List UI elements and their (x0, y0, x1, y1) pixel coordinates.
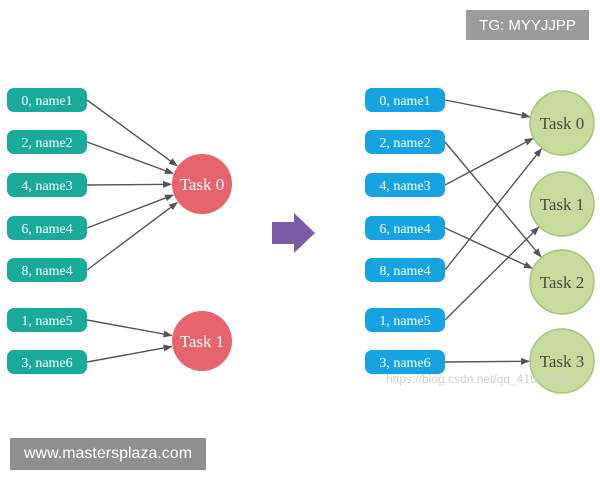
edge-l6-lt0 (86, 194, 174, 229)
left-record-l6: 6, name4 (7, 216, 87, 240)
record-label: 2, name2 (21, 136, 72, 151)
record-pill (7, 88, 87, 112)
left-record-l4: 4, name3 (7, 173, 87, 197)
record-pill (7, 308, 87, 332)
record-pill (365, 173, 445, 197)
record-label: 1, name5 (21, 314, 72, 329)
left-record-l1: 1, name5 (7, 308, 87, 332)
task-circle (529, 328, 595, 394)
nodes-layer: 0, name1 2, name2 4, name3 6, name4 8, name4… (7, 88, 595, 394)
right-record-r2: 2, name2 (365, 130, 445, 154)
record-label: 0, name1 (379, 94, 430, 109)
edge-l3-lt1 (86, 344, 173, 363)
task-circle (529, 90, 595, 156)
right-record-r1: 1, name5 (365, 308, 445, 332)
task-label: Task 0 (540, 114, 585, 133)
right-record-r3: 3, name6 (365, 350, 445, 374)
left-record-l3: 3, name6 (7, 350, 87, 374)
task-label: Task 1 (180, 332, 225, 351)
record-pill (365, 88, 445, 112)
record-pill (365, 130, 445, 154)
edge-r4-rt0 (444, 137, 534, 186)
task-circle (529, 171, 595, 237)
record-label: 6, name4 (379, 222, 430, 237)
task-label: Task 0 (180, 175, 225, 194)
edge-l4-lt0 (86, 180, 173, 188)
record-label: 2, name2 (379, 136, 430, 151)
edge-r8-rt0 (444, 148, 543, 271)
right-task-rt1: Task 1 (529, 171, 595, 237)
record-pill (365, 216, 445, 240)
task-label: Task 3 (540, 352, 585, 371)
record-label: 8, name4 (21, 264, 72, 279)
tg-watermark: TG: MYYJJPP (466, 10, 589, 40)
edge-r3-rt3 (444, 357, 531, 365)
record-pill (7, 173, 87, 197)
edge-l2-lt0 (86, 141, 174, 175)
right-record-r8: 8, name4 (365, 258, 445, 282)
task-circle (172, 311, 232, 371)
record-pill (7, 216, 87, 240)
left-record-l0: 0, name1 (7, 88, 87, 112)
edge-l0-lt0 (86, 99, 178, 167)
edge-r0-rt0 (444, 99, 531, 119)
edge-r2-rt2 (444, 141, 542, 258)
record-label: 8, name4 (379, 264, 430, 279)
record-label: 4, name3 (379, 179, 430, 194)
transform-arrow-icon (272, 213, 315, 253)
right-record-r4: 4, name3 (365, 173, 445, 197)
left-record-l8: 8, name4 (7, 258, 87, 282)
right-record-r0: 0, name1 (365, 88, 445, 112)
left-task-lt1: Task 1 (172, 311, 232, 371)
record-label: 1, name5 (379, 314, 430, 329)
task-label: Task 1 (540, 195, 585, 214)
record-label: 0, name1 (21, 94, 72, 109)
right-task-rt3: Task 3 (529, 328, 595, 394)
record-label: 6, name4 (21, 222, 72, 237)
left-task-lt0: Task 0 (172, 154, 232, 214)
record-pill (7, 130, 87, 154)
edge-r6-rt2 (444, 227, 533, 269)
record-label: 3, name6 (379, 356, 430, 371)
edges-layer (86, 99, 543, 365)
edge-l8-lt0 (86, 201, 178, 271)
task-circle (529, 249, 595, 315)
blog-watermark: https://blog.csdn.net/qq_41544550 (386, 372, 571, 386)
record-pill (7, 350, 87, 374)
record-label: 3, name6 (21, 356, 72, 371)
task-circle (172, 154, 232, 214)
record-label: 4, name3 (21, 179, 72, 194)
edge-r1-rt1 (444, 226, 540, 321)
task-label: Task 2 (540, 273, 585, 292)
right-record-r6: 6, name4 (365, 216, 445, 240)
record-pill (365, 308, 445, 332)
right-task-rt0: Task 0 (529, 90, 595, 156)
record-pill (365, 258, 445, 282)
right-task-rt2: Task 2 (529, 249, 595, 315)
record-pill (7, 258, 87, 282)
left-record-l2: 2, name2 (7, 130, 87, 154)
edge-l1-lt1 (86, 319, 173, 338)
site-watermark: www.mastersplaza.com (10, 438, 206, 470)
record-pill (365, 350, 445, 374)
